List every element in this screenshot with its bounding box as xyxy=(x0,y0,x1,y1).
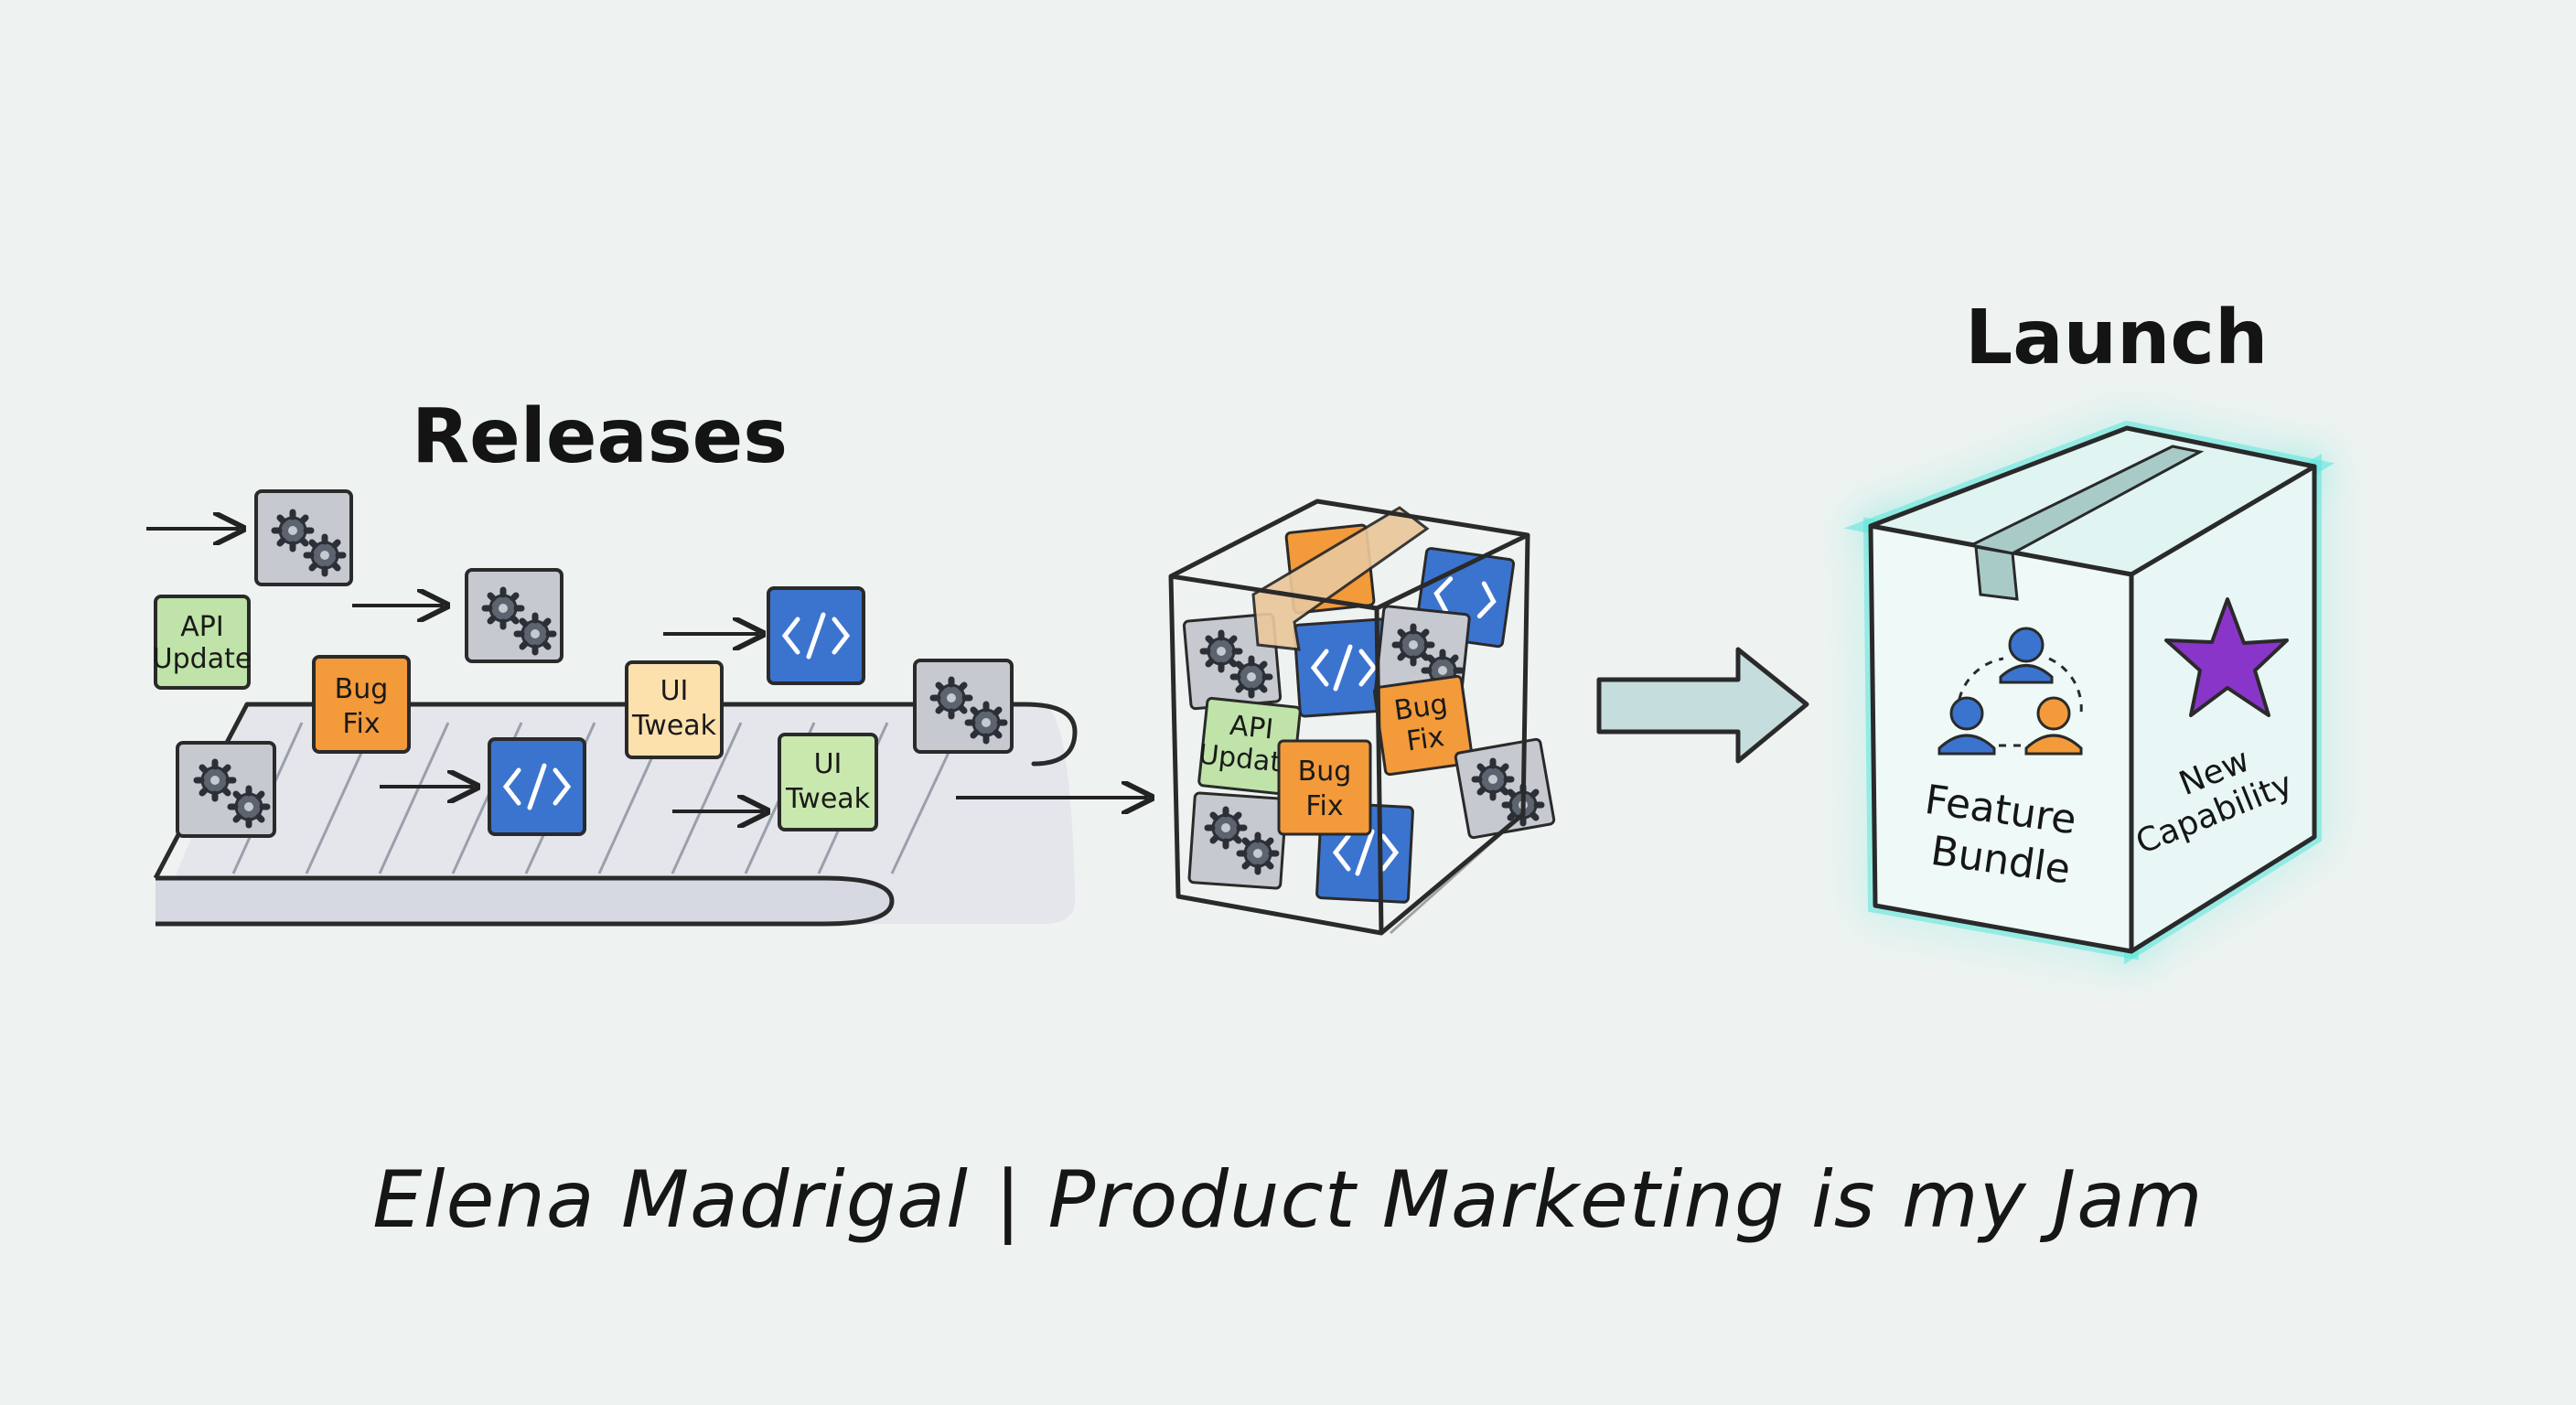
crate-api-update-line-1: API xyxy=(1229,710,1275,746)
api-update-line-1: API xyxy=(180,611,223,643)
ui-tweak-line-2: Tweak xyxy=(631,710,717,742)
gear-icon xyxy=(306,537,343,574)
team-icon xyxy=(1937,627,2083,756)
api-update-tile: API Update xyxy=(153,595,252,690)
ui-tweak-tile: UI Tweak xyxy=(778,733,878,831)
api-update-line-2: Update xyxy=(153,643,252,675)
gear-icon xyxy=(517,616,553,652)
transition-arrow xyxy=(1596,647,1809,764)
gear-icon xyxy=(1233,659,1270,695)
crate-bug-fix-line-1: Bug xyxy=(1298,756,1352,788)
transparent-crate: Bug Fix API Update Bug Fix xyxy=(1168,499,1556,936)
crate-contents: Bug Fix API Update Bug Fix xyxy=(1182,523,1556,904)
gear-tile xyxy=(176,741,276,838)
gear-icon xyxy=(1395,627,1432,663)
gear-icon xyxy=(1475,761,1511,798)
code-tile xyxy=(767,586,865,685)
gear-icon xyxy=(231,788,267,825)
star-icon xyxy=(2164,597,2289,717)
code-icon xyxy=(502,763,572,810)
releases-title: Releases xyxy=(412,393,788,480)
gear-icon xyxy=(933,680,970,716)
release-tiles: API Update Bug Fix UI Tweak xyxy=(153,489,1014,838)
gear-tile xyxy=(465,568,564,663)
crate-bug-fix-2-line-1: Bug xyxy=(1392,688,1450,727)
gear-icon xyxy=(1208,810,1244,846)
ui-tweak-tile: UI Tweak xyxy=(625,660,724,759)
launch-title: Launch xyxy=(1965,295,2268,381)
gear-icon xyxy=(968,704,1004,741)
bug-fix-line-1: Bug xyxy=(335,673,389,705)
bug-fix-line-2: Fix xyxy=(342,708,380,740)
gear-tile xyxy=(254,489,353,586)
motion-arrows xyxy=(146,529,1148,811)
ui-tweak-green-line-1: UI xyxy=(814,748,843,780)
gear-icon xyxy=(197,762,233,799)
packing-tape xyxy=(1251,506,1430,651)
code-icon xyxy=(781,612,851,660)
gear-icon xyxy=(274,512,311,549)
gear-icon xyxy=(1203,633,1240,670)
ui-tweak-line-1: UI xyxy=(660,675,689,707)
crate-bug-fix-line-2: Fix xyxy=(1305,790,1343,822)
code-tile xyxy=(488,737,586,836)
gear-icon xyxy=(1240,835,1276,872)
launch-box: Feature Bundle New Capability xyxy=(1843,420,2334,965)
crate-bug-fix-2-line-2: Fix xyxy=(1404,721,1446,757)
bug-fix-tile: Bug Fix xyxy=(312,655,411,754)
gear-icon xyxy=(485,590,521,627)
gear-tile xyxy=(913,659,1014,754)
ui-tweak-green-line-2: Tweak xyxy=(785,783,871,815)
author-tagline: Elena Madrigal | Product Marketing is my… xyxy=(372,1154,2204,1246)
